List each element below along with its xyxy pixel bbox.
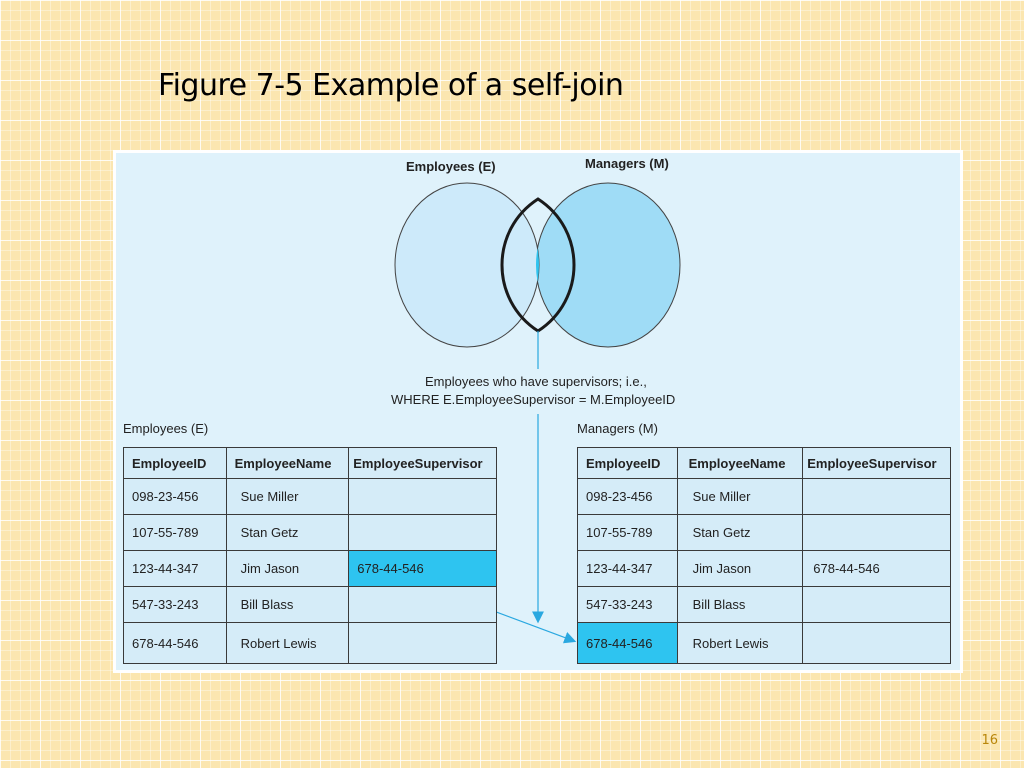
- employees-circle-label: Employees (E): [406, 159, 496, 174]
- slide-title: Figure 7-5 Example of a self-join: [158, 68, 624, 103]
- cell-employee-name: Sue Miller: [225, 478, 350, 515]
- join-caption-line1: Employees who have supervisors; i.e.,: [425, 374, 647, 389]
- cell-employee-name: Robert Lewis: [676, 622, 804, 664]
- join-caption-line2: WHERE E.EmployeeSupervisor = M.EmployeeI…: [391, 392, 675, 407]
- cell-employee-id: 678-44-546: [123, 622, 227, 664]
- table-row: 547-33-243 Bill Blass: [577, 586, 951, 623]
- cell-employee-name: Jim Jason: [225, 550, 350, 587]
- column-header: EmployeeName: [225, 447, 350, 479]
- cell-employee-name: Bill Blass: [225, 586, 350, 623]
- table-row: 678-44-546 Robert Lewis: [123, 622, 497, 664]
- cell-supervisor: [802, 514, 951, 551]
- cell-employee-name: Sue Miller: [676, 478, 804, 515]
- table-row: 098-23-456 Sue Miller: [123, 478, 497, 515]
- page-number: 16: [981, 733, 998, 748]
- cell-employee-id: 107-55-789: [577, 514, 678, 551]
- cell-employee-id: 123-44-347: [123, 550, 227, 587]
- table-row: 107-55-789 Stan Getz: [123, 514, 497, 551]
- column-header: EmployeeID: [577, 447, 678, 479]
- table-header-row: EmployeeID EmployeeName EmployeeSupervis…: [577, 447, 951, 479]
- cell-supervisor-highlighted: 678-44-546: [348, 550, 497, 587]
- cell-employee-id: 107-55-789: [123, 514, 227, 551]
- table-row: 547-33-243 Bill Blass: [123, 586, 497, 623]
- cell-employee-name: Stan Getz: [676, 514, 804, 551]
- cell-supervisor: [348, 514, 497, 551]
- cell-supervisor: [802, 586, 951, 623]
- table-row: 107-55-789 Stan Getz: [577, 514, 951, 551]
- cell-employee-id-highlighted: 678-44-546: [577, 622, 678, 664]
- table-row: 123-44-347 Jim Jason 678-44-546: [123, 550, 497, 587]
- managers-table-caption: Managers (M): [577, 421, 658, 436]
- managers-circle: [535, 182, 681, 348]
- cell-employee-name: Jim Jason: [676, 550, 804, 587]
- cell-employee-name: Bill Blass: [676, 586, 804, 623]
- cell-supervisor: [802, 478, 951, 515]
- cell-employee-name: Stan Getz: [225, 514, 350, 551]
- column-header: EmployeeID: [123, 447, 227, 479]
- managers-circle-label: Managers (M): [585, 156, 669, 171]
- cell-supervisor: [802, 622, 951, 664]
- cell-supervisor: [348, 586, 497, 623]
- cell-employee-id: 547-33-243: [123, 586, 227, 623]
- column-header: EmployeeSupervisor: [348, 447, 497, 479]
- cell-supervisor: [348, 478, 497, 515]
- cell-supervisor: 678-44-546: [802, 550, 951, 587]
- cell-employee-id: 098-23-456: [577, 478, 678, 515]
- cell-supervisor: [348, 622, 497, 664]
- column-header: EmployeeName: [676, 447, 804, 479]
- table-row: 098-23-456 Sue Miller: [577, 478, 951, 515]
- table-row: 678-44-546 Robert Lewis: [577, 622, 951, 664]
- cell-employee-id: 098-23-456: [123, 478, 227, 515]
- cell-employee-id: 547-33-243: [577, 586, 678, 623]
- employees-table: EmployeeID EmployeeName EmployeeSupervis…: [123, 447, 497, 664]
- table-row: 123-44-347 Jim Jason 678-44-546: [577, 550, 951, 587]
- column-header: EmployeeSupervisor: [802, 447, 951, 479]
- table-header-row: EmployeeID EmployeeName EmployeeSupervis…: [123, 447, 497, 479]
- employees-circle: [394, 182, 540, 348]
- cell-employee-id: 123-44-347: [577, 550, 678, 587]
- employees-table-caption: Employees (E): [123, 421, 209, 436]
- cell-employee-name: Robert Lewis: [225, 622, 350, 664]
- managers-table: EmployeeID EmployeeName EmployeeSupervis…: [577, 447, 951, 664]
